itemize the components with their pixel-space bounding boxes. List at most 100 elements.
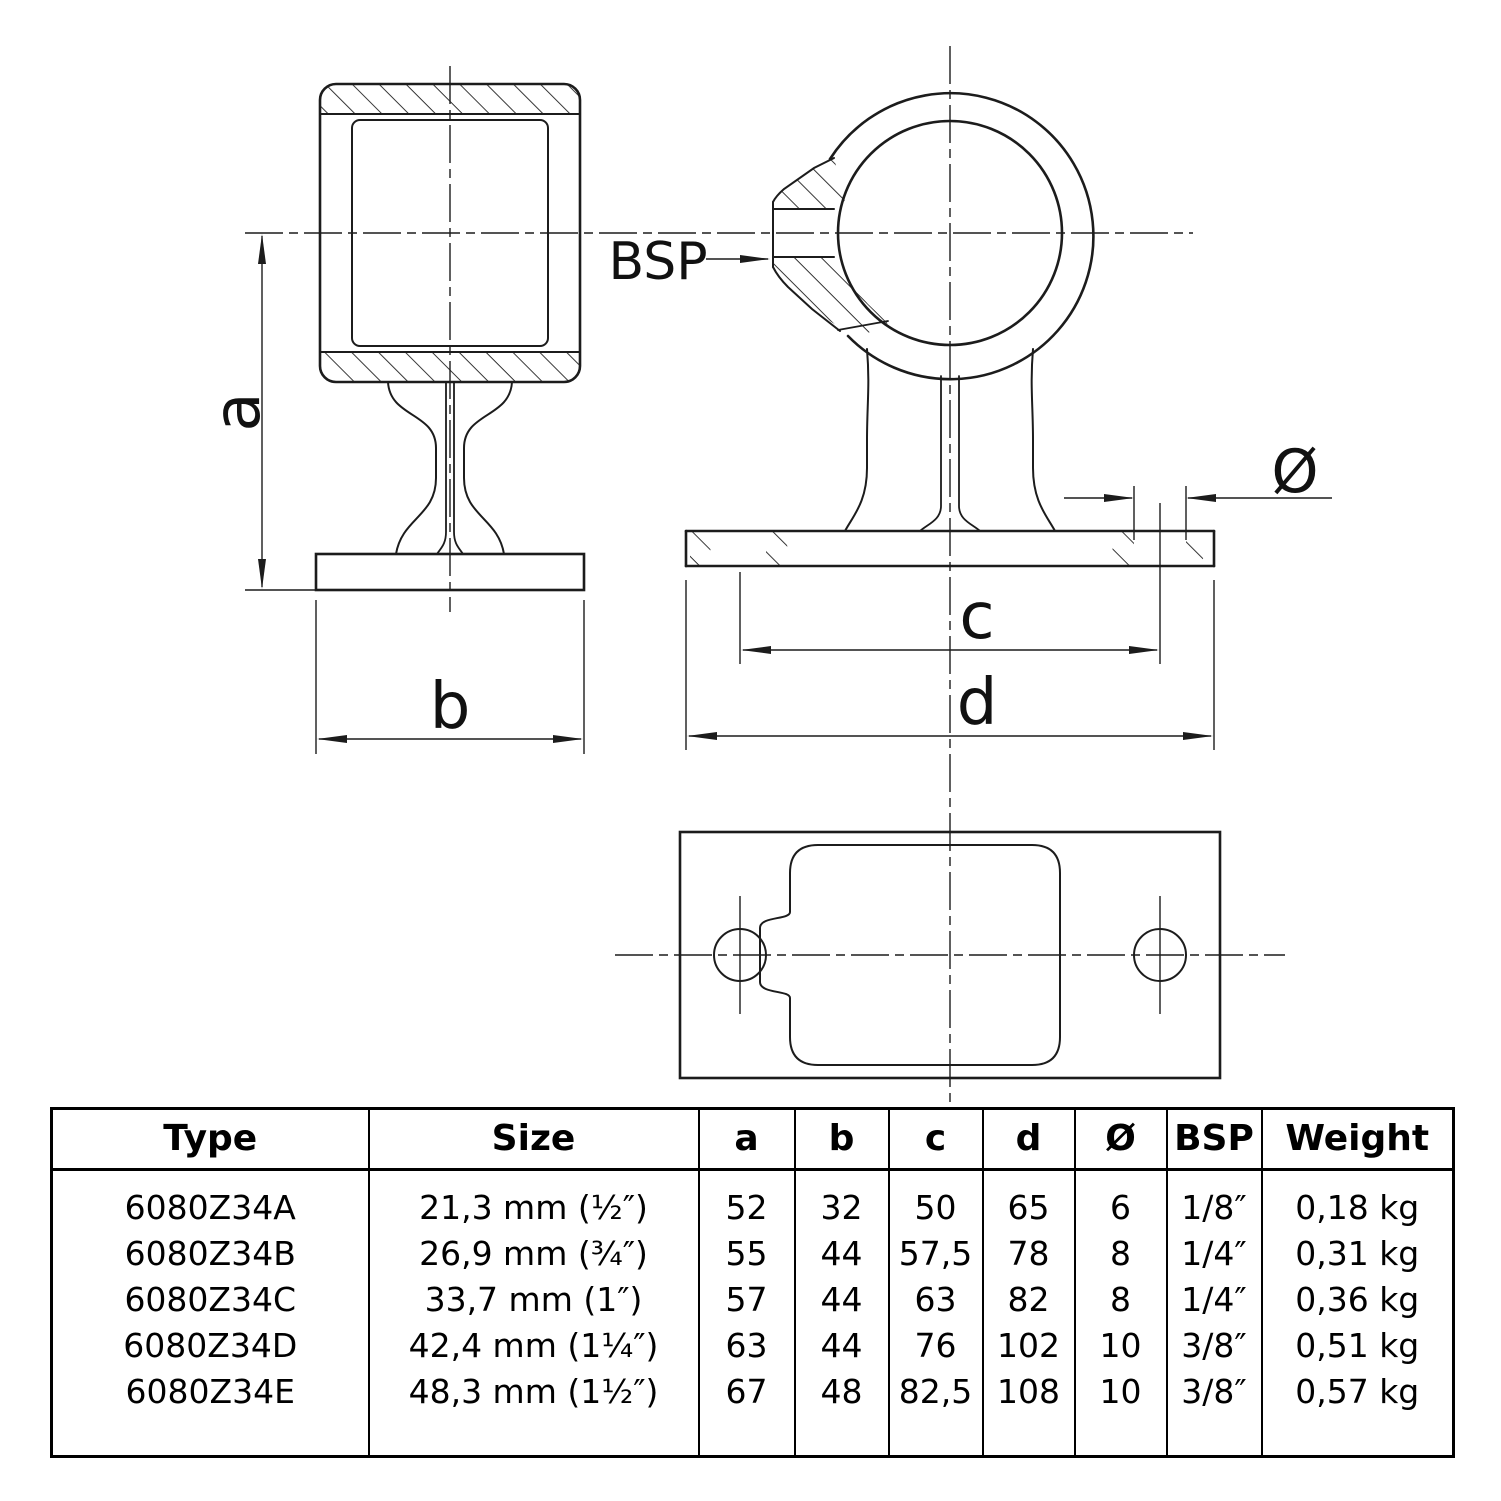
centerlines [245,46,1285,1104]
front-view [684,91,1216,568]
col-header-b: b [793,1108,889,1171]
table-row: 6080Z34C 33,7 mm (1″) 57 44 63 82 8 1/4″… [52,1277,1454,1323]
cell-weight: 0,31 kg [1260,1231,1454,1277]
cell-d: 108 [981,1369,1075,1415]
cell-a: 67 [697,1369,795,1415]
front-flange [684,529,1216,568]
cell-type: 6080Z34A [124,1188,296,1228]
bolt-hole-right [1133,928,1187,982]
side-web-right [453,381,464,555]
cell-weight: 0,18 kg [1260,1169,1454,1231]
ring-outer-circle [828,91,1095,381]
bsp-label: BSP [608,232,707,292]
side-web-left [436,381,447,555]
cell-a: 55 [697,1231,795,1277]
cell-dia: 6 [1073,1169,1167,1231]
hatch-fills [320,84,1206,565]
cell-d: 102 [981,1323,1075,1369]
cell-type: 6080Z34D [123,1326,298,1366]
boss-merge-line [837,320,889,331]
spec-table: Type Size a b c d Ø BSP Weight 6080Z34A … [50,1107,1455,1458]
cell-size: 48,3 mm (1½″) [367,1369,699,1415]
cell-c: 76 [887,1323,983,1369]
side-view [314,82,586,592]
bolt-hole-left [713,928,767,982]
side-stem-right [463,381,513,555]
cell-bsp: 1/8″ [1165,1169,1262,1231]
table-row: 6080Z34D 42,4 mm (1¼″) 63 44 76 102 10 3… [52,1323,1454,1369]
boss-bottom-edge [772,266,841,332]
boss-upper-hatch [773,158,846,209]
cell-size: 26,9 mm (¾″) [367,1231,699,1277]
dimension-label-b: b [430,670,471,744]
cell-size: 21,3 mm (½″) [367,1169,699,1231]
cell-c: 57,5 [887,1231,983,1277]
col-header-type: Type [51,1108,369,1171]
side-base-outline [314,552,586,592]
table-row: 6080Z34A 21,3 mm (½″) 52 32 50 65 6 1/8″… [52,1169,1454,1231]
cell-dia: 8 [1073,1277,1167,1323]
col-header-bsp: BSP [1165,1108,1262,1171]
cell-dia: 10 [1073,1323,1167,1369]
cell-bsp: 1/4″ [1165,1277,1262,1323]
front-stem-left [844,348,870,532]
header-row: Type Size a b c d Ø BSP Weight [51,1108,1454,1171]
cell-size: 33,7 mm (1″) [367,1277,699,1323]
cell-a: 63 [697,1323,795,1369]
boss-top-edge [772,157,835,203]
cell-c: 82,5 [887,1369,983,1415]
col-header-dia: Ø [1073,1108,1167,1171]
col-header-c: c [887,1108,983,1171]
cell-weight: 0,36 kg [1260,1277,1454,1323]
front-web-right [958,375,981,532]
cell-a: 57 [697,1277,795,1323]
front-stem-right [1030,348,1056,532]
cell-c: 50 [887,1169,983,1231]
cell-d: 82 [981,1277,1075,1323]
cell-type: 6080Z34E [125,1372,295,1412]
cell-c: 63 [887,1277,983,1323]
cell-size: 42,4 mm (1¼″) [367,1323,699,1369]
cell-b: 32 [793,1169,889,1231]
table-row: 6080Z34B 26,9 mm (¾″) 55 44 57,5 78 8 1/… [52,1231,1454,1277]
dimension-label-d: d [957,666,998,740]
cell-d: 65 [981,1169,1075,1231]
cell-bsp: 3/8″ [1165,1369,1262,1415]
side-stem-left [387,381,437,555]
col-header-a: a [697,1108,795,1171]
boss-lower-hatch [773,257,890,337]
front-web-left [919,375,942,532]
cell-b: 44 [793,1231,889,1277]
dimension-label-diameter: Ø [1271,437,1318,507]
baseplate-boss-profile [759,844,1061,1066]
cell-b: 44 [793,1323,889,1369]
cell-b: 48 [793,1369,889,1415]
cell-d: 78 [981,1231,1075,1277]
col-header-weight: Weight [1260,1108,1454,1171]
cell-bsp: 1/4″ [1165,1231,1262,1277]
side-sleeve-outline [318,82,582,384]
baseplate-outline [678,830,1222,1080]
table-filler-row [52,1415,1454,1457]
flange-hatch-2 [766,532,788,565]
flange-hatch-3 [1112,532,1134,565]
cell-b: 44 [793,1277,889,1323]
flange-hatch-1 [690,532,711,565]
dimension-label-a: a [201,392,275,431]
table-row: 6080Z34E 48,3 mm (1½″) 67 48 82,5 108 10… [52,1369,1454,1415]
cell-type: 6080Z34B [124,1234,296,1274]
side-bore-outline [351,119,549,347]
cell-type: 6080Z34C [124,1280,297,1320]
col-header-d: d [981,1108,1075,1171]
cell-weight: 0,51 kg [1260,1323,1454,1369]
dimension-label-c: c [959,580,994,654]
cell-weight: 0,57 kg [1260,1369,1454,1415]
col-header-size: Size [367,1108,699,1171]
bottom-view [678,830,1222,1080]
cell-dia: 10 [1073,1369,1167,1415]
cell-bsp: 3/8″ [1165,1323,1262,1369]
ring-inner-circle [836,119,1064,347]
cell-dia: 8 [1073,1231,1167,1277]
